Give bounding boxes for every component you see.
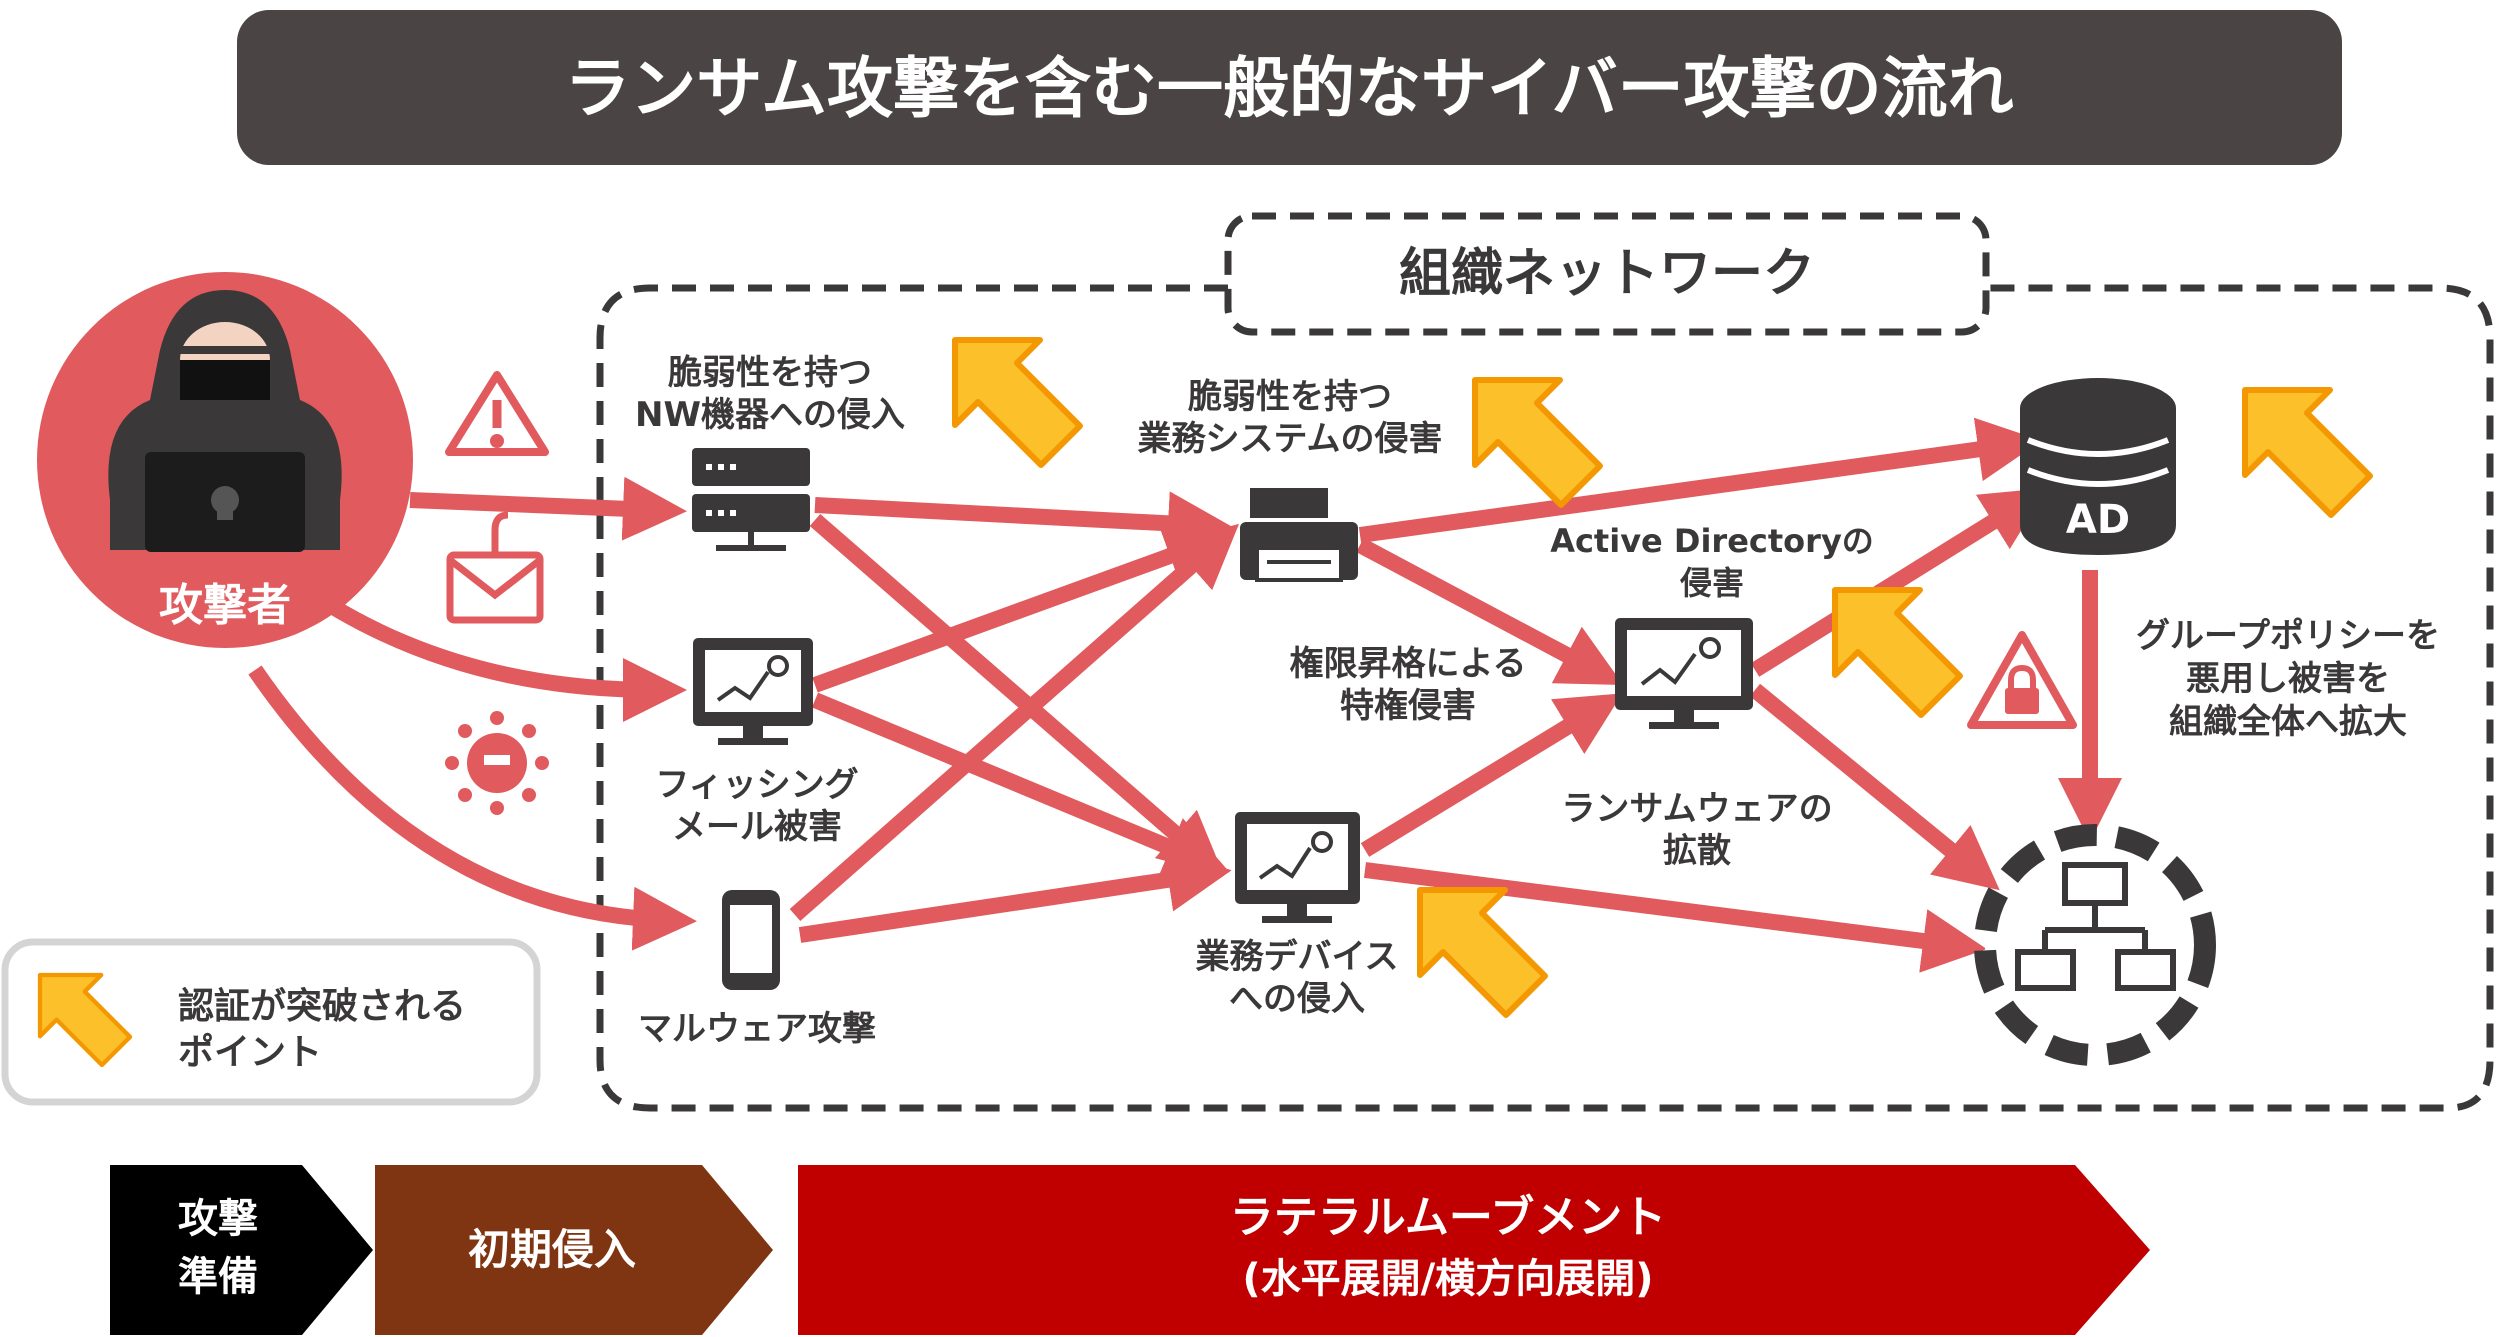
label-nw-device-1: 脆弱性を持つ — [668, 353, 872, 393]
arrow-phish-to-device — [811, 692, 1230, 878]
arrow-malware-to-system — [789, 523, 1240, 922]
highlight-arrow-device — [1420, 890, 1545, 1015]
label-group-policy-1: グループポリシーを — [2136, 616, 2440, 656]
arrow-device-to-pc — [1360, 693, 1623, 857]
business-device-icon — [1235, 812, 1360, 923]
highlight-arrow-system — [1475, 380, 1600, 505]
phishing-mail-icon — [446, 511, 544, 624]
network-boundary — [596, 284, 2494, 1112]
arrow-nw-to-system — [814, 491, 1232, 556]
highlight-arrow-ad — [2245, 390, 2370, 515]
arrow-system-to-ad — [1358, 417, 2042, 543]
label-privilege-2: 特権侵害 — [1340, 686, 1476, 726]
phase-lateral-1: ラテラルムーブメント — [1230, 1192, 1666, 1243]
attack-arrows — [248, 417, 2122, 973]
phase-prep — [110, 1165, 373, 1335]
label-phishing-1: フィッシング — [655, 765, 858, 805]
org-network-icon — [1974, 824, 2216, 1066]
label-malware: マルウェア攻撃 — [638, 1009, 876, 1049]
arrow-nw-to-device — [809, 513, 1225, 877]
label-ransomware-2: 拡散 — [1663, 831, 1731, 871]
network-label-box — [1224, 212, 1990, 336]
ad-compromised-pc-icon — [1615, 618, 1753, 729]
phase-initial-label: 初期侵入 — [468, 1225, 636, 1274]
ad-database-icon: AD — [2020, 378, 2176, 555]
label-ad-2: 侵害 — [1679, 564, 1744, 602]
label-group-policy-3: 組織全体へ拡大 — [2169, 702, 2407, 742]
highlight-arrow-nw — [955, 340, 1080, 465]
legend-text-1: 認証が突破される — [178, 986, 466, 1027]
phase-prep-1: 攻撃 — [178, 1196, 258, 1242]
network-label: 組織ネットワーク — [1399, 244, 1815, 304]
legend-text-2: ポイント — [178, 1031, 322, 1073]
arrow-device-to-network — [1363, 862, 1987, 973]
label-ransomware-1: ランサムウェアの — [1561, 789, 1832, 829]
phase-prep-2: 準備 — [178, 1254, 258, 1300]
skull-icon — [211, 486, 239, 514]
arrow-attacker-to-phishing — [325, 598, 687, 722]
server-icon — [692, 448, 810, 551]
label-group-policy-2: 悪用し被害を — [2186, 659, 2390, 699]
label-ad-1: Active Directoryの — [1550, 522, 1874, 560]
arrow-phish-to-system — [812, 525, 1231, 693]
phase-lateral-2: (水平展開/横方向展開) — [1242, 1256, 1653, 1302]
label-phishing-2: メール被害 — [672, 807, 842, 847]
legend-box — [1, 938, 541, 1106]
ad-badge: AD — [2066, 497, 2130, 543]
label-business-system-2: 業務システムの侵害 — [1138, 419, 1443, 459]
smartphone-icon — [722, 890, 780, 990]
arrow-attacker-to-nw-device — [409, 476, 687, 541]
warning-icon — [445, 371, 549, 456]
page-title: ランサム攻撃を含む一般的なサイバー攻撃の流れ — [564, 50, 2013, 127]
phase-lateral — [798, 1165, 2150, 1335]
highlight-arrow-pc — [1835, 590, 1960, 715]
lock-warning-icon — [1967, 631, 2077, 729]
arrow-malware-to-device — [798, 848, 1232, 943]
label-business-device-1: 業務デバイス — [1196, 937, 1399, 977]
attacker: 攻撃者 — [37, 272, 413, 648]
legend: 認証が突破される ポイント — [1, 938, 541, 1106]
label-business-system-1: 脆弱性を持つ — [1188, 377, 1392, 417]
phase-initial — [375, 1165, 773, 1335]
virus-icon — [445, 711, 549, 815]
label-business-device-2: への侵入 — [1229, 979, 1365, 1019]
title-bar — [237, 10, 2342, 165]
printer-icon — [1240, 488, 1358, 582]
arrow-pc-to-network — [1749, 683, 2000, 891]
arrow-system-to-pc — [1356, 537, 1624, 686]
monitor-icon — [693, 638, 813, 745]
phase-bar: 攻撃 準備 初期侵入 ラテラルムーブメント (水平展開/横方向展開) — [110, 1165, 2150, 1335]
label-nw-device-2: NW機器への侵入 — [635, 395, 905, 435]
label-privilege-1: 権限昇格による — [1290, 644, 1527, 684]
arrow-attacker-to-malware — [248, 665, 697, 951]
attacker-label: 攻撃者 — [159, 580, 291, 631]
